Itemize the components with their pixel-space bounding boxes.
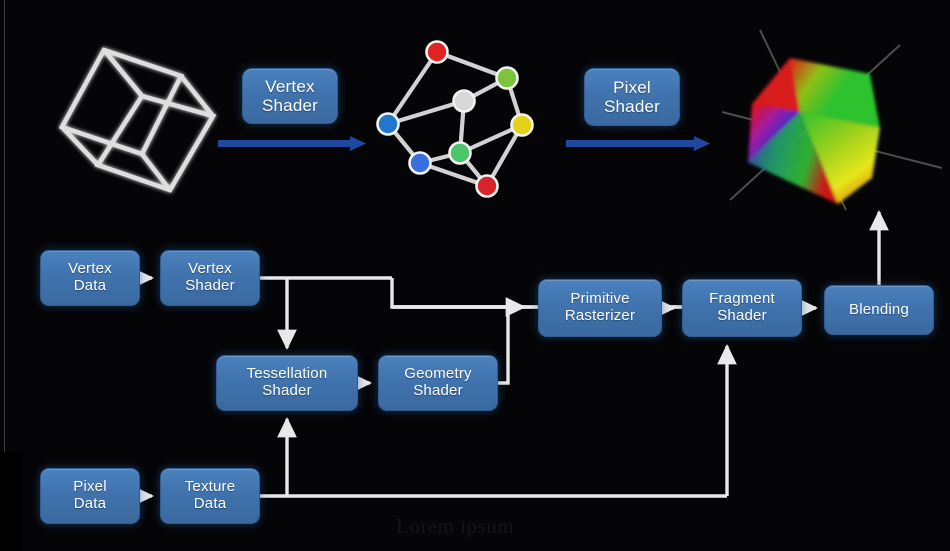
node-label: Blending — [849, 300, 909, 318]
edge-geometry-to-bus — [498, 307, 510, 385]
node-label: Texture Data — [184, 478, 236, 512]
vertex-cube-edges — [385, 49, 525, 189]
node-pixel-data[interactable]: Pixel Data — [40, 468, 140, 524]
illustration-layer — [58, 29, 943, 211]
node-vertex-shader[interactable]: Vertex Shader — [160, 250, 260, 306]
vertex-cube-points — [376, 40, 534, 198]
shaded-gradient-cube-axes — [721, 29, 943, 211]
node-label: Tessellation Shader — [246, 365, 328, 399]
node-tessellation-shader[interactable]: Tessellation Shader — [216, 355, 358, 411]
node-geometry-shader[interactable]: Geometry Shader — [378, 355, 498, 411]
node-texture-data[interactable]: Texture Data — [160, 468, 260, 524]
node-primitive-rasterizer[interactable]: Primitive Rasterizer — [538, 279, 662, 337]
illustration-node-label: Vertex Shader — [261, 76, 319, 115]
node-label: Vertex Shader — [185, 260, 235, 294]
pixel-shader-blue-arrow — [566, 136, 710, 151]
node-label: Pixel Data — [73, 478, 107, 512]
vertex-shader-blue-arrow — [218, 136, 366, 151]
node-label: Geometry Shader — [404, 365, 472, 399]
watermark-text: Lorem ipsum — [396, 514, 515, 538]
illustration-node-vertex-shader[interactable]: Vertex Shader — [242, 68, 338, 124]
node-label: Vertex Data — [68, 260, 112, 294]
node-vertex-data[interactable]: Vertex Data — [40, 250, 140, 306]
shaded-gradient-cube — [748, 58, 880, 204]
node-label: Primitive Rasterizer — [564, 290, 636, 324]
wireframe-cube — [58, 47, 217, 193]
illustration-node-label: Pixel Shader — [603, 77, 661, 116]
frame-bottom-corner — [0, 452, 22, 551]
illustration-node-pixel-shader[interactable]: Pixel Shader — [584, 68, 680, 126]
node-blending[interactable]: Blending — [824, 285, 934, 335]
node-fragment-shader[interactable]: Fragment Shader — [682, 279, 802, 337]
node-label: Fragment Shader — [709, 290, 775, 324]
frame-left-line — [4, 0, 5, 452]
